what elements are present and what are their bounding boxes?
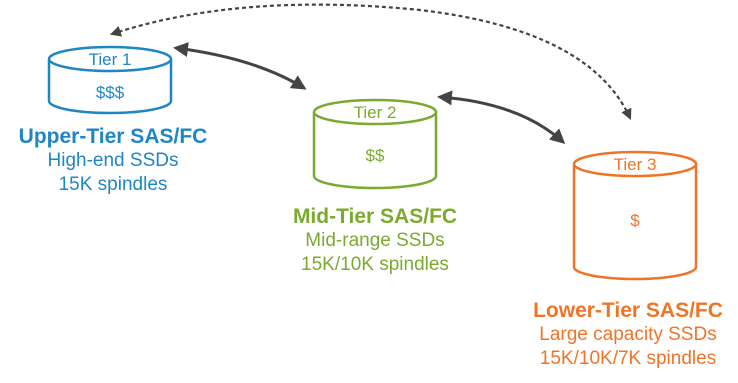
tier1-cost: $$$: [96, 83, 125, 102]
tier3-caption: Lower-Tier SAS/FC Large capacity SSDs 15…: [518, 298, 738, 371]
arrow-tier2-tier3: [437, 90, 566, 145]
tier1-cylinder: [47, 45, 173, 115]
arrow-tier1-tier2: [173, 42, 307, 90]
tier1-title: Upper-Tier SAS/FC: [18, 125, 208, 148]
tier2-spindle-line: 15K/10K spindles: [301, 254, 449, 275]
tier2-label: Tier 2: [354, 103, 397, 122]
tier1-ssd-line: High-end SSDs: [47, 150, 179, 171]
tier1-label: Tier 1: [89, 50, 132, 69]
tier3-cylinder: [572, 150, 698, 281]
tier2-caption: Mid-Tier SAS/FC Mid-range SSDs 15K/10K s…: [262, 204, 488, 277]
tier1-caption: Upper-Tier SAS/FC High-end SSDs 15K spin…: [0, 124, 226, 197]
tier3-cost: $: [630, 211, 640, 230]
tier2-title: Mid-Tier SAS/FC: [292, 205, 458, 228]
tier3-ssd-line: Large capacity SSDs: [539, 324, 717, 345]
arrow-tier1-tier3-dashed: [109, 3, 632, 121]
tier2-ssd-line: Mid-range SSDs: [305, 230, 445, 251]
tier1-spindle-line: 15K spindles: [58, 174, 168, 195]
tier3-title: Lower-Tier SAS/FC: [533, 299, 723, 322]
tier2-cylinder: [312, 98, 438, 190]
tier3-label: Tier 3: [614, 155, 657, 174]
tier2-cost: $$: [366, 146, 385, 165]
tier3-spindle-line: 15K/10K/7K spindles: [539, 348, 717, 369]
